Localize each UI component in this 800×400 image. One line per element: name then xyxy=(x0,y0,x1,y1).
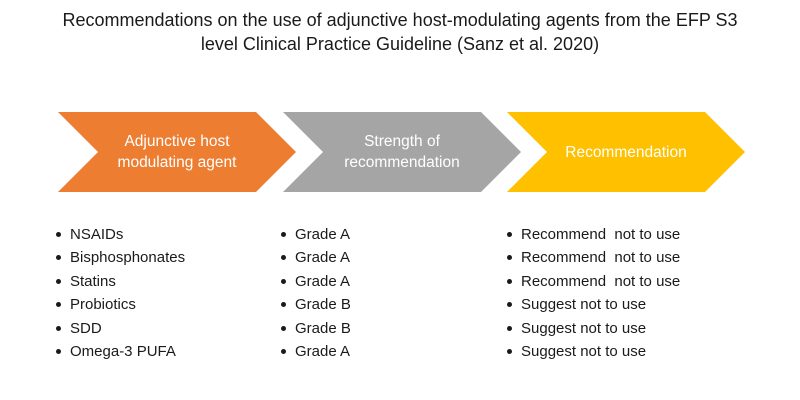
title-line-2: level Clinical Practice Guideline (Sanz … xyxy=(200,34,600,54)
grade-item: Grade A xyxy=(279,246,351,269)
recommendations-list: Recommend not to use Recommend not to us… xyxy=(505,223,680,363)
agent-item: Bisphosphonates xyxy=(54,246,185,269)
grade-item: Grade A xyxy=(279,223,351,246)
arrow-strength xyxy=(283,112,521,192)
grade-item: Grade A xyxy=(279,270,351,293)
agents-list: NSAIDs Bisphosphonates Statins Probiotic… xyxy=(54,223,185,363)
agent-item: Statins xyxy=(54,270,185,293)
grades-list: Grade A Grade A Grade A Grade B Grade B … xyxy=(279,223,351,363)
grade-item: Grade B xyxy=(279,317,351,340)
arrow-agent-label: Adjunctive host modulating agent xyxy=(98,112,256,192)
agent-item: NSAIDs xyxy=(54,223,185,246)
recommendation-item: Recommend not to use xyxy=(505,270,680,293)
diagram-title: Recommendations on the use of adjunctive… xyxy=(0,8,800,56)
arrow-recommendation xyxy=(507,112,745,192)
recommendation-item: Suggest not to use xyxy=(505,340,680,363)
grade-item: Grade B xyxy=(279,293,351,316)
agent-item: Omega-3 PUFA xyxy=(54,340,185,363)
recommendation-item: Suggest not to use xyxy=(505,293,680,316)
grade-item: Grade A xyxy=(279,340,351,363)
arrow-agent-label-line-2: modulating agent xyxy=(117,154,237,171)
recommendation-item: Suggest not to use xyxy=(505,317,680,340)
arrow-strength-label: Strength of recommendation xyxy=(323,112,481,192)
title-line-1: Recommendations on the use of adjunctive… xyxy=(62,10,738,30)
arrow-strength-label-line-2: recommendation xyxy=(344,154,460,171)
recommendation-item: Recommend not to use xyxy=(505,223,680,246)
arrow-agent-label-line-1: Adjunctive host xyxy=(124,133,230,150)
arrow-agent xyxy=(58,112,296,192)
agent-item: SDD xyxy=(54,317,185,340)
agent-item: Probiotics xyxy=(54,293,185,316)
recommendation-item: Recommend not to use xyxy=(505,246,680,269)
arrow-recommendation-label-line-1: Recommendation xyxy=(565,143,687,161)
arrow-recommendation-label: Recommendation xyxy=(547,112,705,192)
arrow-strength-label-line-1: Strength of xyxy=(364,133,440,150)
